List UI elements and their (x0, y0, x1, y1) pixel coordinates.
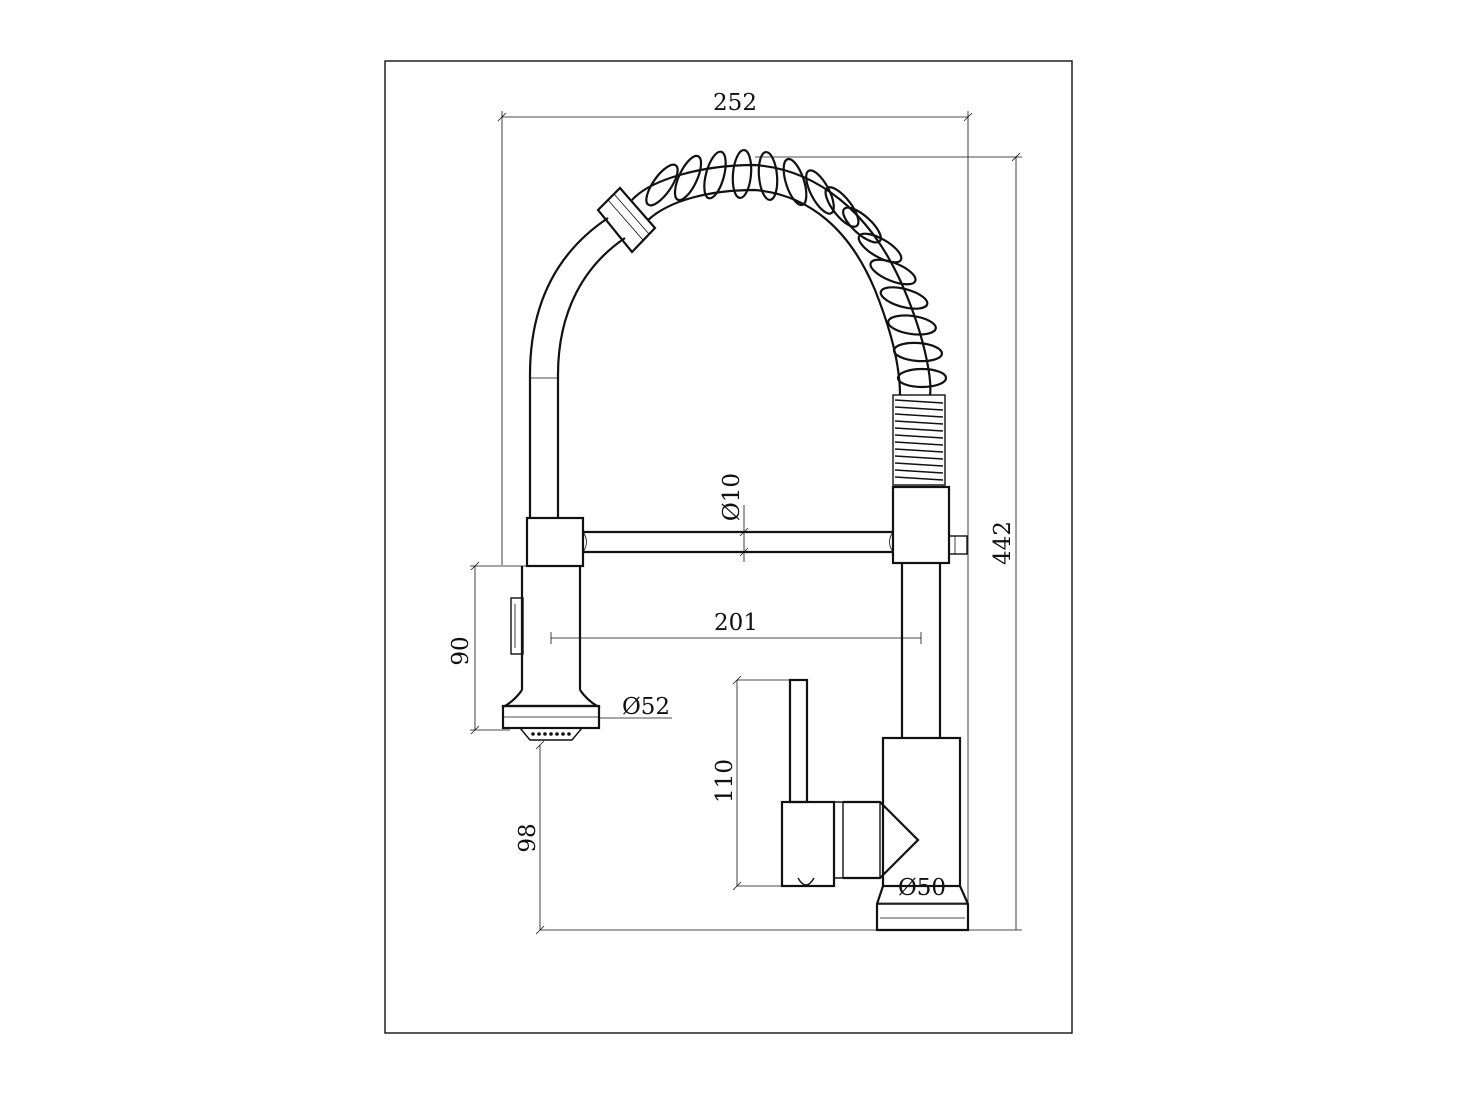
spout-reach-label: 201 (714, 610, 758, 636)
spring-loop (857, 232, 903, 264)
sprayer-diameter-label: Ø52 (622, 694, 670, 720)
coil-stripe (894, 427, 944, 432)
coil-stripe (894, 413, 944, 418)
gooseneck-spout (528, 186, 657, 518)
nozzle-dot (567, 732, 571, 736)
coil-stripe (894, 406, 944, 411)
spring-loop (703, 150, 727, 200)
spring-loop (645, 163, 679, 207)
sprayer-head (501, 566, 601, 741)
spring-loop (887, 314, 937, 336)
spring-loop (731, 148, 753, 200)
nozzle-dot (537, 732, 541, 736)
base-diameter-label: Ø50 (898, 875, 946, 901)
sprayer-clearance-dimension: 98 (515, 740, 877, 935)
handle-height-label: 110 (712, 759, 738, 803)
coil-stripe (894, 469, 944, 474)
connecting-arm (525, 485, 968, 568)
nozzle-dot (531, 732, 535, 736)
spring-loop (673, 154, 703, 202)
lever-handle (780, 678, 920, 888)
coil-stripe (894, 420, 944, 425)
coil-stripe (894, 455, 944, 460)
handle-height-dimension: 110 (712, 675, 800, 891)
coil-stripe (894, 448, 944, 453)
coil-stripe (894, 462, 944, 467)
base-diameter-dimension: Ø50 (877, 875, 968, 904)
nozzle-dot (561, 732, 565, 736)
spring-loop (879, 286, 929, 310)
overall-width-dimension: 252 (497, 90, 973, 930)
spring-loop (842, 206, 882, 244)
spring-loop (757, 150, 779, 202)
sprayer-clearance-label: 98 (515, 823, 541, 852)
nozzle-dot (543, 732, 547, 736)
overall-width-label: 252 (713, 90, 757, 116)
spring-loop (869, 258, 917, 286)
sprayer-height-label: 90 (448, 636, 474, 665)
nozzle-dot (555, 732, 559, 736)
coil-stripe (894, 476, 944, 481)
nozzle-dot (549, 732, 553, 736)
sprayer-height-dimension: 90 (448, 561, 527, 735)
arm-diameter-label: Ø10 (719, 473, 745, 521)
spout-reach-dimension: 201 (550, 610, 922, 644)
coil-stripe (894, 399, 944, 404)
spring-coil (631, 148, 948, 486)
faucet-column (875, 563, 970, 932)
spring-loop (782, 157, 808, 207)
spring-loop (896, 367, 948, 389)
coil-stripe (894, 441, 944, 446)
coil-stripe (894, 434, 944, 439)
arm-diameter-dimension: Ø10 (719, 473, 749, 562)
spring-loop (892, 341, 944, 363)
drawing-frame (384, 60, 1073, 1034)
overall-height-label: 442 (990, 521, 1016, 565)
spring-loop (824, 186, 860, 228)
sprayer-diameter-dimension: Ø52 (599, 694, 672, 720)
overall-height-dimension: 442 (755, 152, 1022, 931)
